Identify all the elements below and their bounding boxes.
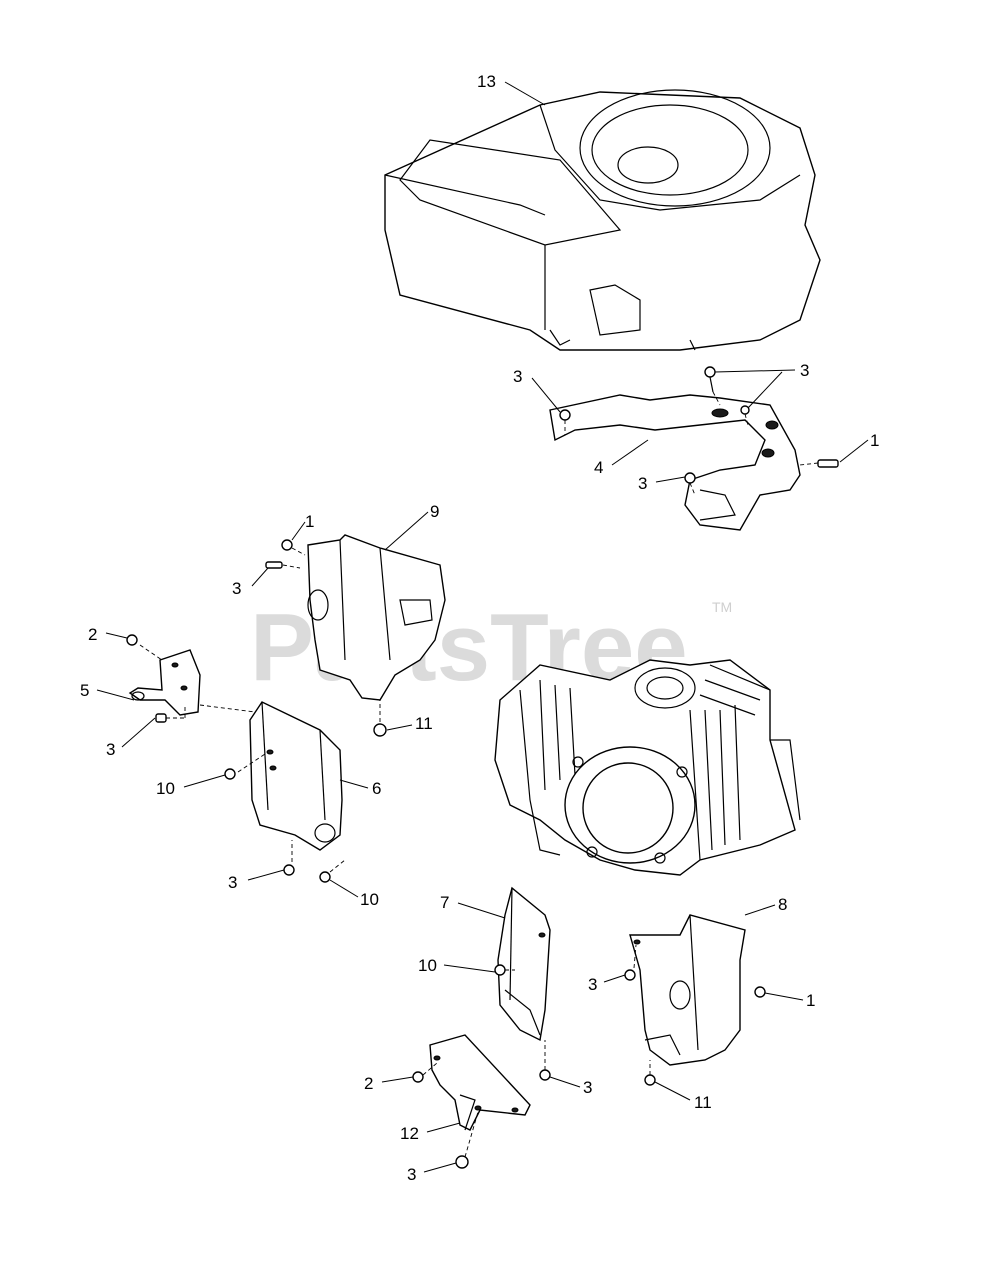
callout-13: 13 (477, 72, 496, 91)
watermark-trademark: TM (712, 599, 732, 615)
callout-11: 11 (415, 714, 433, 733)
callout-3: 3 (228, 873, 237, 892)
callout-11: 11 (694, 1093, 712, 1112)
callout-10: 10 (156, 779, 175, 798)
callout-3: 3 (232, 579, 241, 598)
callout-2: 2 (88, 625, 97, 644)
callout-3: 3 (513, 367, 522, 386)
callout-3: 3 (800, 361, 809, 380)
callout-10: 10 (360, 890, 379, 909)
callout-4: 4 (594, 458, 603, 477)
callout-1: 1 (305, 512, 314, 531)
nut-icon[interactable] (644, 1074, 656, 1086)
screw-icon[interactable] (684, 472, 696, 484)
callout-10: 10 (418, 956, 437, 975)
screw-icon[interactable] (754, 986, 766, 998)
screw-icon[interactable] (265, 561, 283, 569)
callout-6: 6 (372, 779, 381, 798)
callout-3: 3 (407, 1165, 416, 1184)
mounting-bracket-part[interactable] (549, 394, 801, 531)
nut-icon[interactable] (319, 871, 331, 883)
callout-9: 9 (430, 502, 439, 521)
top-shroud-part[interactable] (307, 534, 446, 701)
callout-leaders (96, 81, 869, 1173)
callout-5: 5 (80, 681, 89, 700)
blower-housing-part[interactable] (384, 89, 821, 351)
nut-icon[interactable] (126, 634, 138, 646)
engine-block (494, 659, 801, 876)
nut-icon[interactable] (624, 969, 636, 981)
callout-3: 3 (638, 474, 647, 493)
callout-3: 3 (106, 740, 115, 759)
lower-bracket-part[interactable] (429, 1034, 531, 1131)
screw-icon[interactable] (283, 864, 295, 876)
lower-shroud-part[interactable] (497, 886, 551, 1042)
screw-icon[interactable] (155, 713, 167, 723)
screw-icon[interactable] (559, 409, 571, 421)
screw-icon[interactable] (740, 405, 750, 415)
callout-1: 1 (806, 991, 815, 1010)
nut-icon[interactable] (373, 723, 387, 737)
screw-icon[interactable] (704, 366, 716, 393)
callout-2: 2 (364, 1074, 373, 1093)
screw-icon[interactable] (817, 459, 839, 468)
screw-icon[interactable] (281, 539, 293, 551)
nut-icon[interactable] (224, 768, 236, 780)
screw-icon[interactable] (412, 1071, 424, 1083)
screw-icon[interactable] (539, 1069, 551, 1081)
callout-1: 1 (870, 431, 879, 450)
assembly-lines (139, 391, 819, 1158)
nut-icon[interactable] (494, 964, 506, 976)
nut-icon[interactable] (455, 1155, 469, 1169)
callout-12: 12 (400, 1124, 419, 1143)
callout-3: 3 (583, 1078, 592, 1097)
right-shroud-part[interactable] (629, 914, 746, 1066)
callout-8: 8 (778, 895, 787, 914)
callout-7: 7 (440, 893, 449, 912)
callout-3: 3 (588, 975, 597, 994)
side-shroud-part[interactable] (249, 701, 343, 851)
callouts: 13 3 3 1 4 3 1 9 3 2 5 3 11 10 6 3 10 7 … (80, 72, 879, 1184)
small-bracket-part[interactable] (128, 649, 201, 716)
